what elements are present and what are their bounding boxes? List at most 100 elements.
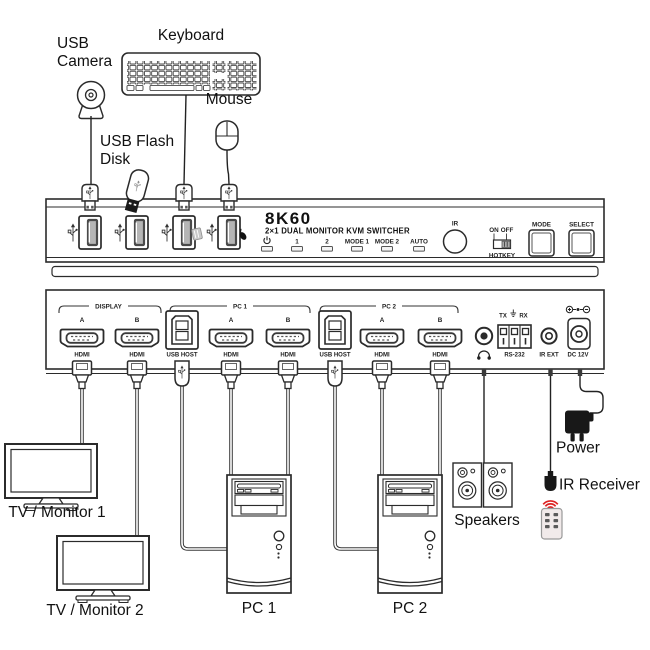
hdmi-label-2: HDMI [129, 353, 145, 359]
hdmi-label-3: HDMI [223, 353, 239, 359]
keyboard-cable [183, 94, 187, 185]
usb-host-label-1: USB HOST [166, 353, 197, 359]
tv-monitor-2-icon [56, 535, 150, 604]
display-group-bracket [58, 305, 162, 313]
speaker-left-icon [452, 462, 483, 508]
tv-monitor-1-label: TV / Monitor 1 [8, 504, 105, 521]
hdmi-cable-plug-5 [371, 360, 393, 390]
usb-host-label-2: USB HOST [319, 353, 350, 359]
hdmi-cable-plug-2 [126, 360, 148, 390]
usb-camera-label-line1: USB [57, 35, 89, 52]
led-indicators [261, 246, 425, 252]
hdmi-port-pc1-b[interactable] [265, 328, 311, 348]
pc1-group-label: PC 1 [233, 304, 247, 311]
hotkey-switch[interactable] [492, 233, 512, 250]
ir-ext-label: IR EXT [539, 353, 559, 359]
ir-window [442, 229, 468, 254]
mode-button-label: MODE [532, 222, 551, 229]
hdmi-label-5: HDMI [374, 353, 390, 359]
rs232-label: RS-232 [504, 353, 525, 359]
pc2-tower-icon [377, 474, 443, 594]
usb-flash-disk-label-line2: Disk [100, 151, 130, 168]
pc2-label: PC 2 [393, 600, 427, 617]
mouse-usb-plug-icon [221, 185, 237, 211]
dc-plug [577, 369, 583, 376]
hdmi-port-pc2-a[interactable] [359, 328, 405, 348]
usb-flash-disk-icon [124, 169, 150, 214]
mouse-cable [226, 149, 230, 185]
dc-power-jack[interactable] [567, 317, 591, 350]
front-usb-port-2[interactable] [124, 214, 150, 251]
usb-host-port-pc2[interactable] [318, 310, 352, 350]
usb-camera-icon [76, 80, 106, 120]
model-subtitle: 2×1 DUAL MONITOR KVM SWITCHER [265, 227, 410, 236]
pc1-tower-icon [226, 474, 292, 594]
ir-plug [548, 369, 553, 376]
headphone-icon [477, 350, 491, 360]
usb-cable-plug-pc2 [328, 361, 342, 386]
hdmi-port-display-b[interactable] [114, 328, 160, 348]
audio-jack[interactable] [474, 326, 494, 346]
ir-receiver-label: IR Receiver [559, 477, 640, 494]
hdmi-port-pc2-b[interactable] [417, 328, 463, 348]
select-button-label: SELECT [569, 222, 594, 229]
display-group-label: DISPLAY [95, 304, 123, 311]
usb-flash-disk-label-line1: USB Flash [100, 133, 174, 150]
pc1-label: PC 1 [242, 600, 276, 617]
front-usb-port-1[interactable] [77, 214, 103, 251]
led-label-mode1: MODE 1 [345, 239, 370, 246]
led-label-1: 1 [295, 239, 299, 246]
usb-cable-plug-pc1 [175, 361, 189, 386]
pc1-b-label: B [286, 317, 291, 324]
hdmi-cable-plug-4 [277, 360, 299, 390]
led-label-auto: AUTO [410, 239, 428, 246]
hdmi-label-4: HDMI [280, 353, 296, 359]
pc2-b-label: B [438, 317, 443, 324]
keyboard-usb-plug-icon [176, 185, 192, 211]
dc-12v-label: DC 12V [567, 353, 588, 359]
rs232-tx-label: TX [499, 314, 507, 320]
select-button[interactable] [568, 229, 595, 257]
mode-button[interactable] [528, 229, 555, 257]
hdmi-port-display-a[interactable] [59, 328, 105, 348]
display-b-label: B [135, 317, 140, 324]
led-label-mode2: MODE 2 [375, 239, 400, 246]
pc1-a-label: A [229, 317, 234, 324]
usb-camera-label-line2: Camera [57, 53, 113, 70]
hotkey-off-label: OFF [501, 227, 514, 234]
ground-icon [510, 309, 517, 317]
power-adapter-icon [565, 410, 594, 442]
hdmi-port-pc1-a[interactable] [208, 328, 254, 348]
keyboard-port-icon [191, 227, 203, 241]
ir-label: IR [452, 221, 459, 228]
pc2-a-label: A [380, 317, 385, 324]
mouse-label: Mouse [206, 91, 253, 108]
rs232-rx-label: RX [519, 314, 527, 320]
hdmi-label-6: HDMI [432, 353, 448, 359]
front-panel-base [51, 265, 599, 278]
usb-host-port-pc1[interactable] [165, 310, 199, 350]
ir-ext-jack[interactable] [540, 327, 558, 345]
speakers-label: Speakers [454, 512, 520, 529]
pc2-group-label: PC 2 [382, 304, 396, 311]
hotkey-on-label: ON [489, 227, 499, 234]
hdmi-cable-plug-1 [71, 360, 93, 390]
keyboard-label: Keyboard [158, 27, 224, 44]
speaker-right-icon [482, 462, 513, 508]
front-usb-port-4[interactable] [216, 214, 242, 251]
video-usb-cables [80, 384, 442, 551]
audio-plug [481, 369, 487, 376]
display-a-label: A [80, 317, 85, 324]
polarity-icon [565, 305, 591, 314]
hdmi-cable-plug-3 [220, 360, 242, 390]
audio-ir-power-cords [481, 369, 604, 471]
model-name: 8K60 [265, 209, 312, 228]
camera-usb-plug-icon [82, 185, 98, 211]
led-label-2: 2 [325, 239, 329, 246]
rs232-terminal[interactable] [497, 324, 532, 349]
ir-receiver-icon [544, 471, 557, 491]
mouse-icon [215, 120, 239, 151]
hdmi-cable-plug-6 [429, 360, 451, 390]
tv-monitor-2-label: TV / Monitor 2 [46, 602, 143, 619]
